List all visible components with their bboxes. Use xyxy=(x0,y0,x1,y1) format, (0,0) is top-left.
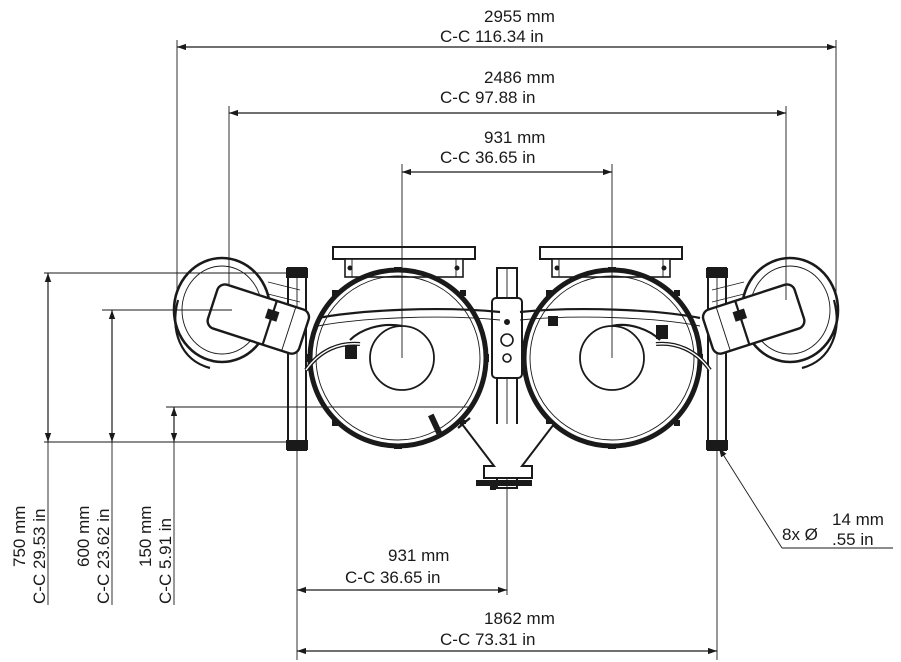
dim-left-600-mm: 600 mm xyxy=(74,506,93,567)
dim-top-overall: 2955 mm C-C 116.34 in xyxy=(176,7,837,292)
right-fan xyxy=(701,256,840,370)
dim-holes-in: .55 in xyxy=(832,530,874,549)
dim-bottom-overall: 1862 mm C-C 73.31 in xyxy=(297,450,718,660)
dim-top-inner: 931 mm C-C 36.65 in xyxy=(401,128,613,358)
dim-holes-mm: 14 mm xyxy=(832,510,884,529)
dim-top-overall-in: C-C 116.34 in xyxy=(440,27,544,46)
dim-bottom-overall-mm: 1862 mm xyxy=(484,609,555,628)
dim-left-600-in: C-C 23.62 in xyxy=(94,509,113,604)
y-outlet xyxy=(457,417,559,490)
dim-left-150-mm: 150 mm xyxy=(136,506,155,567)
dim-left-750-mm: 750 mm xyxy=(10,506,29,567)
dim-bottom-inner-mm: 931 mm xyxy=(388,546,449,565)
equipment-outline xyxy=(172,246,840,490)
dim-hole-callout: 8x Ø 14 mm .55 in xyxy=(718,447,893,549)
dim-top-inner-in: C-C 36.65 in xyxy=(440,148,535,167)
dim-left-150-in: C-C 5.91 in xyxy=(156,518,175,604)
dim-left-750-in: C-C 29.53 in xyxy=(30,509,49,604)
dim-bottom-inner-in: C-C 36.65 in xyxy=(345,568,440,587)
right-frame-leg xyxy=(706,267,728,451)
dim-top-mid-in: C-C 97.88 in xyxy=(440,88,535,107)
piping xyxy=(304,308,712,372)
dim-bottom-overall-in: C-C 73.31 in xyxy=(440,630,535,649)
dim-top-mid-mm: 2486 mm xyxy=(484,68,555,87)
dim-bottom-inner: 931 mm C-C 36.65 in xyxy=(296,450,508,660)
left-frame-leg xyxy=(286,267,308,451)
left-drum xyxy=(307,267,489,449)
dim-left-verticals: 750 mm C-C 29.53 in 600 mm C-C 23.62 in … xyxy=(10,272,470,605)
dim-top-inner-mm: 931 mm xyxy=(484,128,545,147)
dim-top-overall-mm: 2955 mm xyxy=(484,7,555,26)
dim-top-mid: 2486 mm C-C 97.88 in xyxy=(228,68,787,300)
dim-holes-prefix: 8x Ø xyxy=(782,525,818,544)
